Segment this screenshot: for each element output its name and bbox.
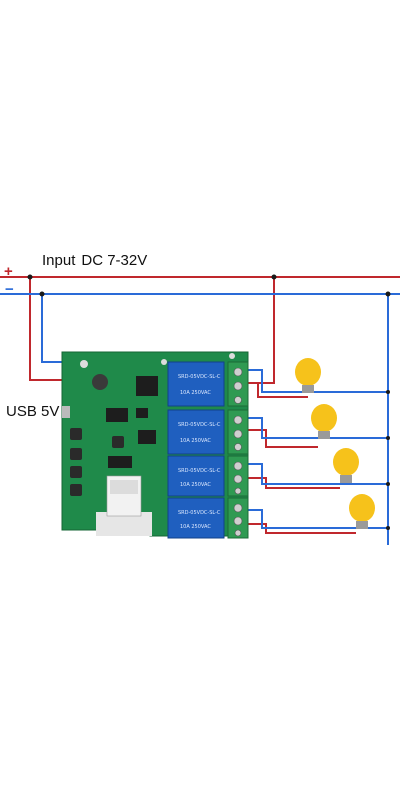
lamp-4-icon [349,494,375,529]
terminal-screws [233,367,243,537]
svg-text:10A 250VAC: 10A 250VAC [180,390,211,396]
terminal-blocks [227,361,249,539]
usb-port [62,406,70,418]
rf-chip [136,376,158,396]
plus-sign: + [4,263,13,280]
relay-2: SRD-05VDC-SL-C 10A 250VAC [167,409,225,455]
svg-text:SRD-05VDC-SL-C: SRD-05VDC-SL-C [178,374,221,380]
inductor [92,374,108,390]
lamp-1-icon [295,358,321,393]
push-buttons [70,428,124,496]
lamp-2-icon [311,404,337,439]
svg-text:10A 250VAC: 10A 250VAC [180,438,211,444]
voltage-range-text: DC 7-32V [81,252,148,269]
svg-text:10A 250VAC: 10A 250VAC [180,482,211,488]
svg-text:SRD-05VDC-SL-C: SRD-05VDC-SL-C [178,468,221,474]
relay-3: SRD-05VDC-SL-C 10A 250VAC [167,455,225,497]
rail-junctions [27,274,391,297]
relay-1: SRD-05VDC-SL-C 10A 250VAC [167,361,225,407]
input-text: Input [42,252,76,269]
relay-4: SRD-05VDC-SL-C 10A 250VAC [167,497,225,539]
minus-sign: − [5,281,14,298]
input-voltage-label: Input DC 7-32V [42,252,147,269]
lamps [295,358,375,529]
svg-text:10A 250VAC: 10A 250VAC [180,524,211,530]
relays: SRD-05VDC-SL-C 10A 250VAC SRD-05VDC-SL-C 1… [167,361,225,539]
svg-text:SRD-05VDC-SL-C: SRD-05VDC-SL-C [178,510,221,516]
negative-rail [0,293,400,545]
lamp-junctions [386,390,390,530]
lamp-3-icon [333,448,359,483]
svg-text:SRD-05VDC-SL-C: SRD-05VDC-SL-C [178,422,221,428]
usb-power-label: USB 5V [6,403,60,420]
